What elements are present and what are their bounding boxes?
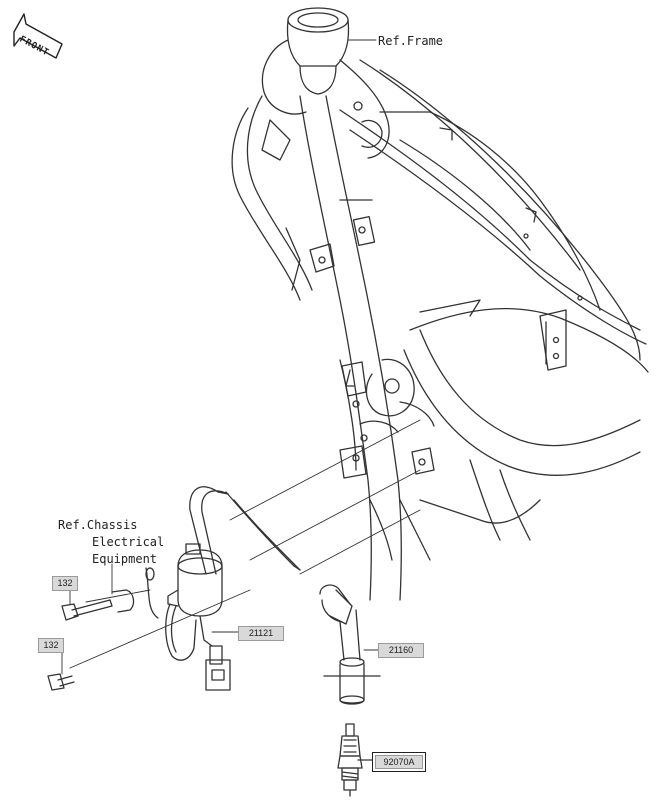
- part-tag-bolt-lower: 132: [38, 638, 64, 653]
- part-tag-spark-plug: 92070A: [372, 752, 426, 772]
- ignition-coil: [145, 486, 301, 691]
- motorcycle-frame: [231, 7, 649, 601]
- part-tag-plug-cap: 21160: [378, 643, 424, 658]
- ref-frame-label: Ref.Frame: [378, 34, 444, 48]
- callout-lines: [61, 39, 379, 675]
- spark-plug-cap: [319, 584, 381, 705]
- bolt-lower: [47, 673, 75, 691]
- front-arrow-icon: [13, 13, 63, 59]
- ref-chassis-label: Ref.Chassis: [58, 518, 138, 532]
- ref-chassis-label-line2: Electrical: [92, 535, 165, 549]
- part-tag-ignition-coil: 21121: [238, 626, 284, 641]
- ref-chassis-label-line3: Equipment: [92, 552, 158, 566]
- spark-plug: [337, 723, 375, 797]
- part-tag-bolt-upper: 132: [52, 576, 78, 591]
- part-tag-spark-plug-text: 92070A: [375, 755, 423, 769]
- bolt-upper: [61, 589, 135, 621]
- leader-lines: [69, 419, 421, 669]
